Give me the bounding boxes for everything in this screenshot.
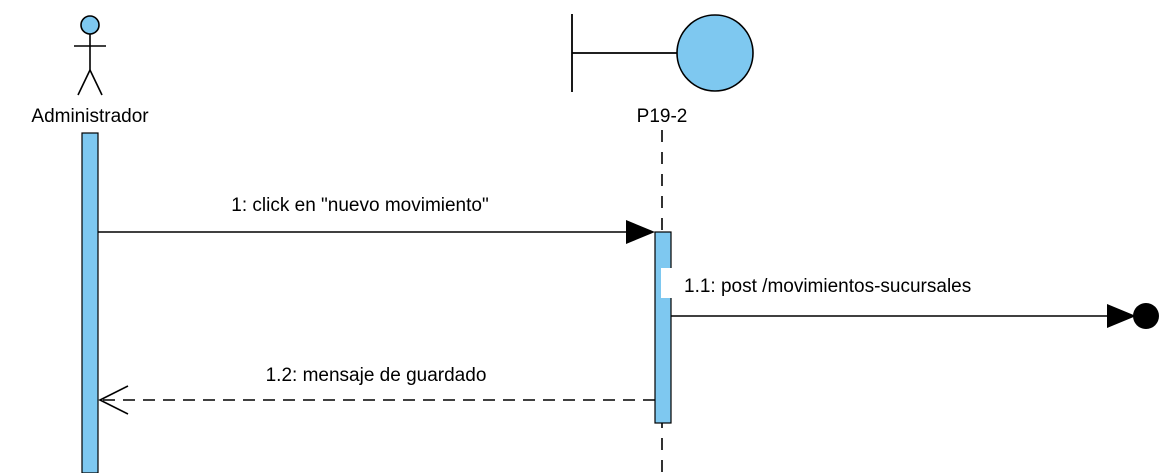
actor-name: Administrador [31,106,149,127]
filled-arrowhead-icon [626,220,655,244]
lost-message-endpoint-icon [1133,303,1159,329]
actor-activation-bar [81,132,99,473]
message-1-2-label: 1.2: mensaje de guardado [266,365,487,386]
stick-figure-icon [74,15,106,96]
message-1-1-label: 1.1: post /movimientos-sucursales [684,276,971,297]
open-arrowhead-icon [98,385,129,415]
actor-administrador[interactable]: Administrador [31,15,149,127]
lifeline-activation-bar [654,231,672,424]
lifeline-name: P19-2 [637,106,688,127]
filled-arrowhead-icon [1107,304,1136,328]
label-background [661,268,1081,298]
message-1[interactable]: 1: click en "nuevo movimiento" [98,195,655,244]
lifeline-p19-2[interactable]: P19-2 [571,14,754,127]
message-1-1[interactable]: 1.1: post /movimientos-sucursales [661,268,1159,329]
message-1-label: 1: click en "nuevo movimiento" [231,195,488,216]
boundary-icon [571,14,754,92]
message-1-2[interactable]: 1.2: mensaje de guardado [98,365,655,415]
